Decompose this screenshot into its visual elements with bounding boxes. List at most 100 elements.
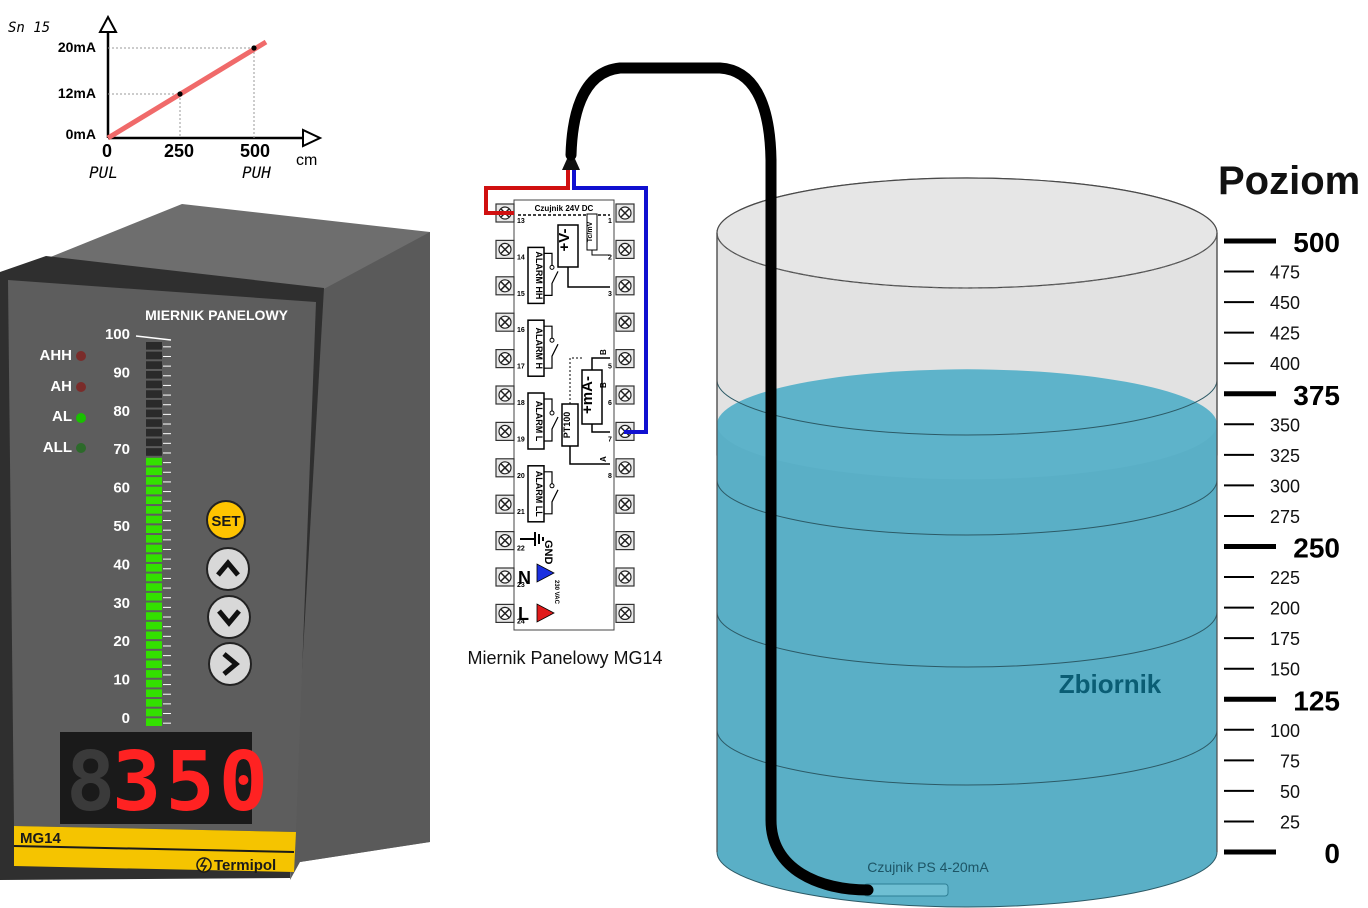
screw-slot — [500, 354, 510, 364]
scale-label: 10 — [113, 672, 130, 689]
supply-header: Czujnik 24V DC — [535, 204, 594, 213]
tick-500: 500 — [240, 141, 270, 161]
terminal-number: 13 — [517, 218, 525, 225]
screw-slot — [620, 208, 630, 218]
l-label: L — [518, 604, 529, 624]
tank-ring — [716, 379, 1218, 436]
tc-wire — [591, 250, 610, 256]
scale-label: 30 — [113, 595, 130, 612]
transfer-line — [106, 39, 268, 141]
bar-segment-off — [146, 448, 162, 456]
bar-segment-on — [146, 467, 162, 476]
right-button[interactable] — [208, 642, 252, 686]
relay-contact-point — [549, 483, 555, 489]
screw-slot — [500, 244, 510, 254]
minor-tick-label: 25 — [1280, 812, 1300, 832]
alarm-label-all: ALL — [43, 439, 72, 456]
bar-segment-on — [146, 535, 162, 543]
l-terminal-icon — [536, 603, 555, 623]
voltage-input-label: +V- — [556, 229, 573, 252]
major-tick-label: 500 — [1293, 227, 1340, 258]
screw-slot — [620, 536, 630, 546]
scale-title: Poziom — [1218, 159, 1360, 203]
bar-segment-off — [146, 419, 162, 427]
scale-label: 50 — [113, 518, 130, 535]
a-label: A — [599, 456, 608, 462]
display-value: 350 — [112, 735, 272, 830]
bar-segment-on — [146, 573, 162, 582]
bar-segment-off — [146, 428, 162, 437]
tick-0: 0 — [102, 141, 112, 161]
ma-wire-top — [591, 357, 610, 370]
minor-tick-label: 475 — [1270, 263, 1300, 283]
led-ahh — [76, 351, 86, 361]
terminal-number: 22 — [517, 546, 525, 553]
relay-label: ALARM L — [534, 401, 544, 442]
bar-segment-off — [146, 390, 162, 398]
bar-segment-on — [146, 457, 162, 466]
bar-segment-on — [146, 602, 162, 611]
screw-slot — [620, 499, 630, 509]
terminal-number: 6 — [608, 400, 612, 407]
tank-ring — [716, 729, 1218, 786]
down-button[interactable] — [207, 595, 251, 639]
screw-slot — [500, 499, 510, 509]
minor-tick-label: 325 — [1270, 446, 1300, 466]
relay-box — [527, 392, 545, 450]
alarm-label-ahh: AHH — [40, 347, 73, 364]
scale-label: 90 — [113, 364, 130, 381]
relay-contact-point — [549, 264, 555, 270]
x-axis-arrow — [302, 128, 323, 148]
bar-segment-off — [146, 370, 162, 379]
minor-tick-label: 50 — [1280, 782, 1300, 802]
bar-segment-on — [146, 718, 162, 726]
relay-contact — [544, 252, 559, 296]
bar-segment-off — [146, 361, 162, 369]
voltage-wire — [567, 267, 610, 288]
level-ticks: 5003752501250475450425400350325300275225… — [1224, 227, 1340, 869]
tank-group: Zbiornik Czujnik PS 4-20mA — [716, 177, 1218, 908]
tank-name: Zbiornik — [1059, 669, 1162, 699]
set-button-label: SET — [211, 513, 240, 530]
relay-label: ALARM LL — [534, 471, 544, 517]
alarm-label-al: AL — [52, 408, 72, 425]
scale-label: 60 — [113, 480, 130, 497]
terminal-number: 1 — [608, 218, 612, 225]
wiring-diagram: Czujnik 24V DC 1314151617181920212223241… — [467, 150, 663, 668]
meter-housing-side — [290, 232, 430, 880]
alarm-label-ah: AH — [50, 378, 72, 395]
bar-segment-on — [146, 641, 162, 649]
tick-12ma: 12mA — [58, 85, 96, 101]
bolt-icon — [199, 858, 208, 872]
screw-slot — [500, 463, 510, 473]
gnd-label: GND — [542, 540, 554, 565]
bar-segment-on — [146, 515, 162, 524]
bar-segment-off — [146, 351, 162, 360]
water-body — [717, 424, 1217, 907]
terminal-number: 3 — [608, 291, 612, 298]
point-250 — [177, 91, 183, 97]
bar-segment-off — [146, 399, 162, 408]
tc-label: Tc/mV — [587, 221, 594, 242]
bar-segment-on — [146, 708, 162, 717]
minor-tick-label: 150 — [1270, 660, 1300, 680]
scale-label: 40 — [113, 556, 130, 573]
pt100-wire-top — [569, 357, 582, 404]
set-button[interactable] — [206, 500, 246, 540]
up-button[interactable] — [206, 547, 250, 591]
terminal-number: 16 — [517, 327, 525, 334]
brand-label: Termipol — [214, 857, 276, 874]
minor-tick-label: 225 — [1270, 568, 1300, 588]
display-ghost-digit: 8 — [66, 735, 115, 830]
tank-rim — [716, 177, 1218, 289]
scale-label: 80 — [113, 403, 130, 420]
screw-slot — [500, 536, 510, 546]
transfer-graph: Sn 15 20mA 12mA 0mA 0 250 500 cm PUL PUH — [8, 14, 323, 182]
major-tick-label: 375 — [1293, 380, 1340, 411]
terminal-number: 24 — [517, 618, 525, 625]
relay-contact-point — [549, 337, 555, 343]
minor-tick-label: 200 — [1270, 599, 1300, 619]
